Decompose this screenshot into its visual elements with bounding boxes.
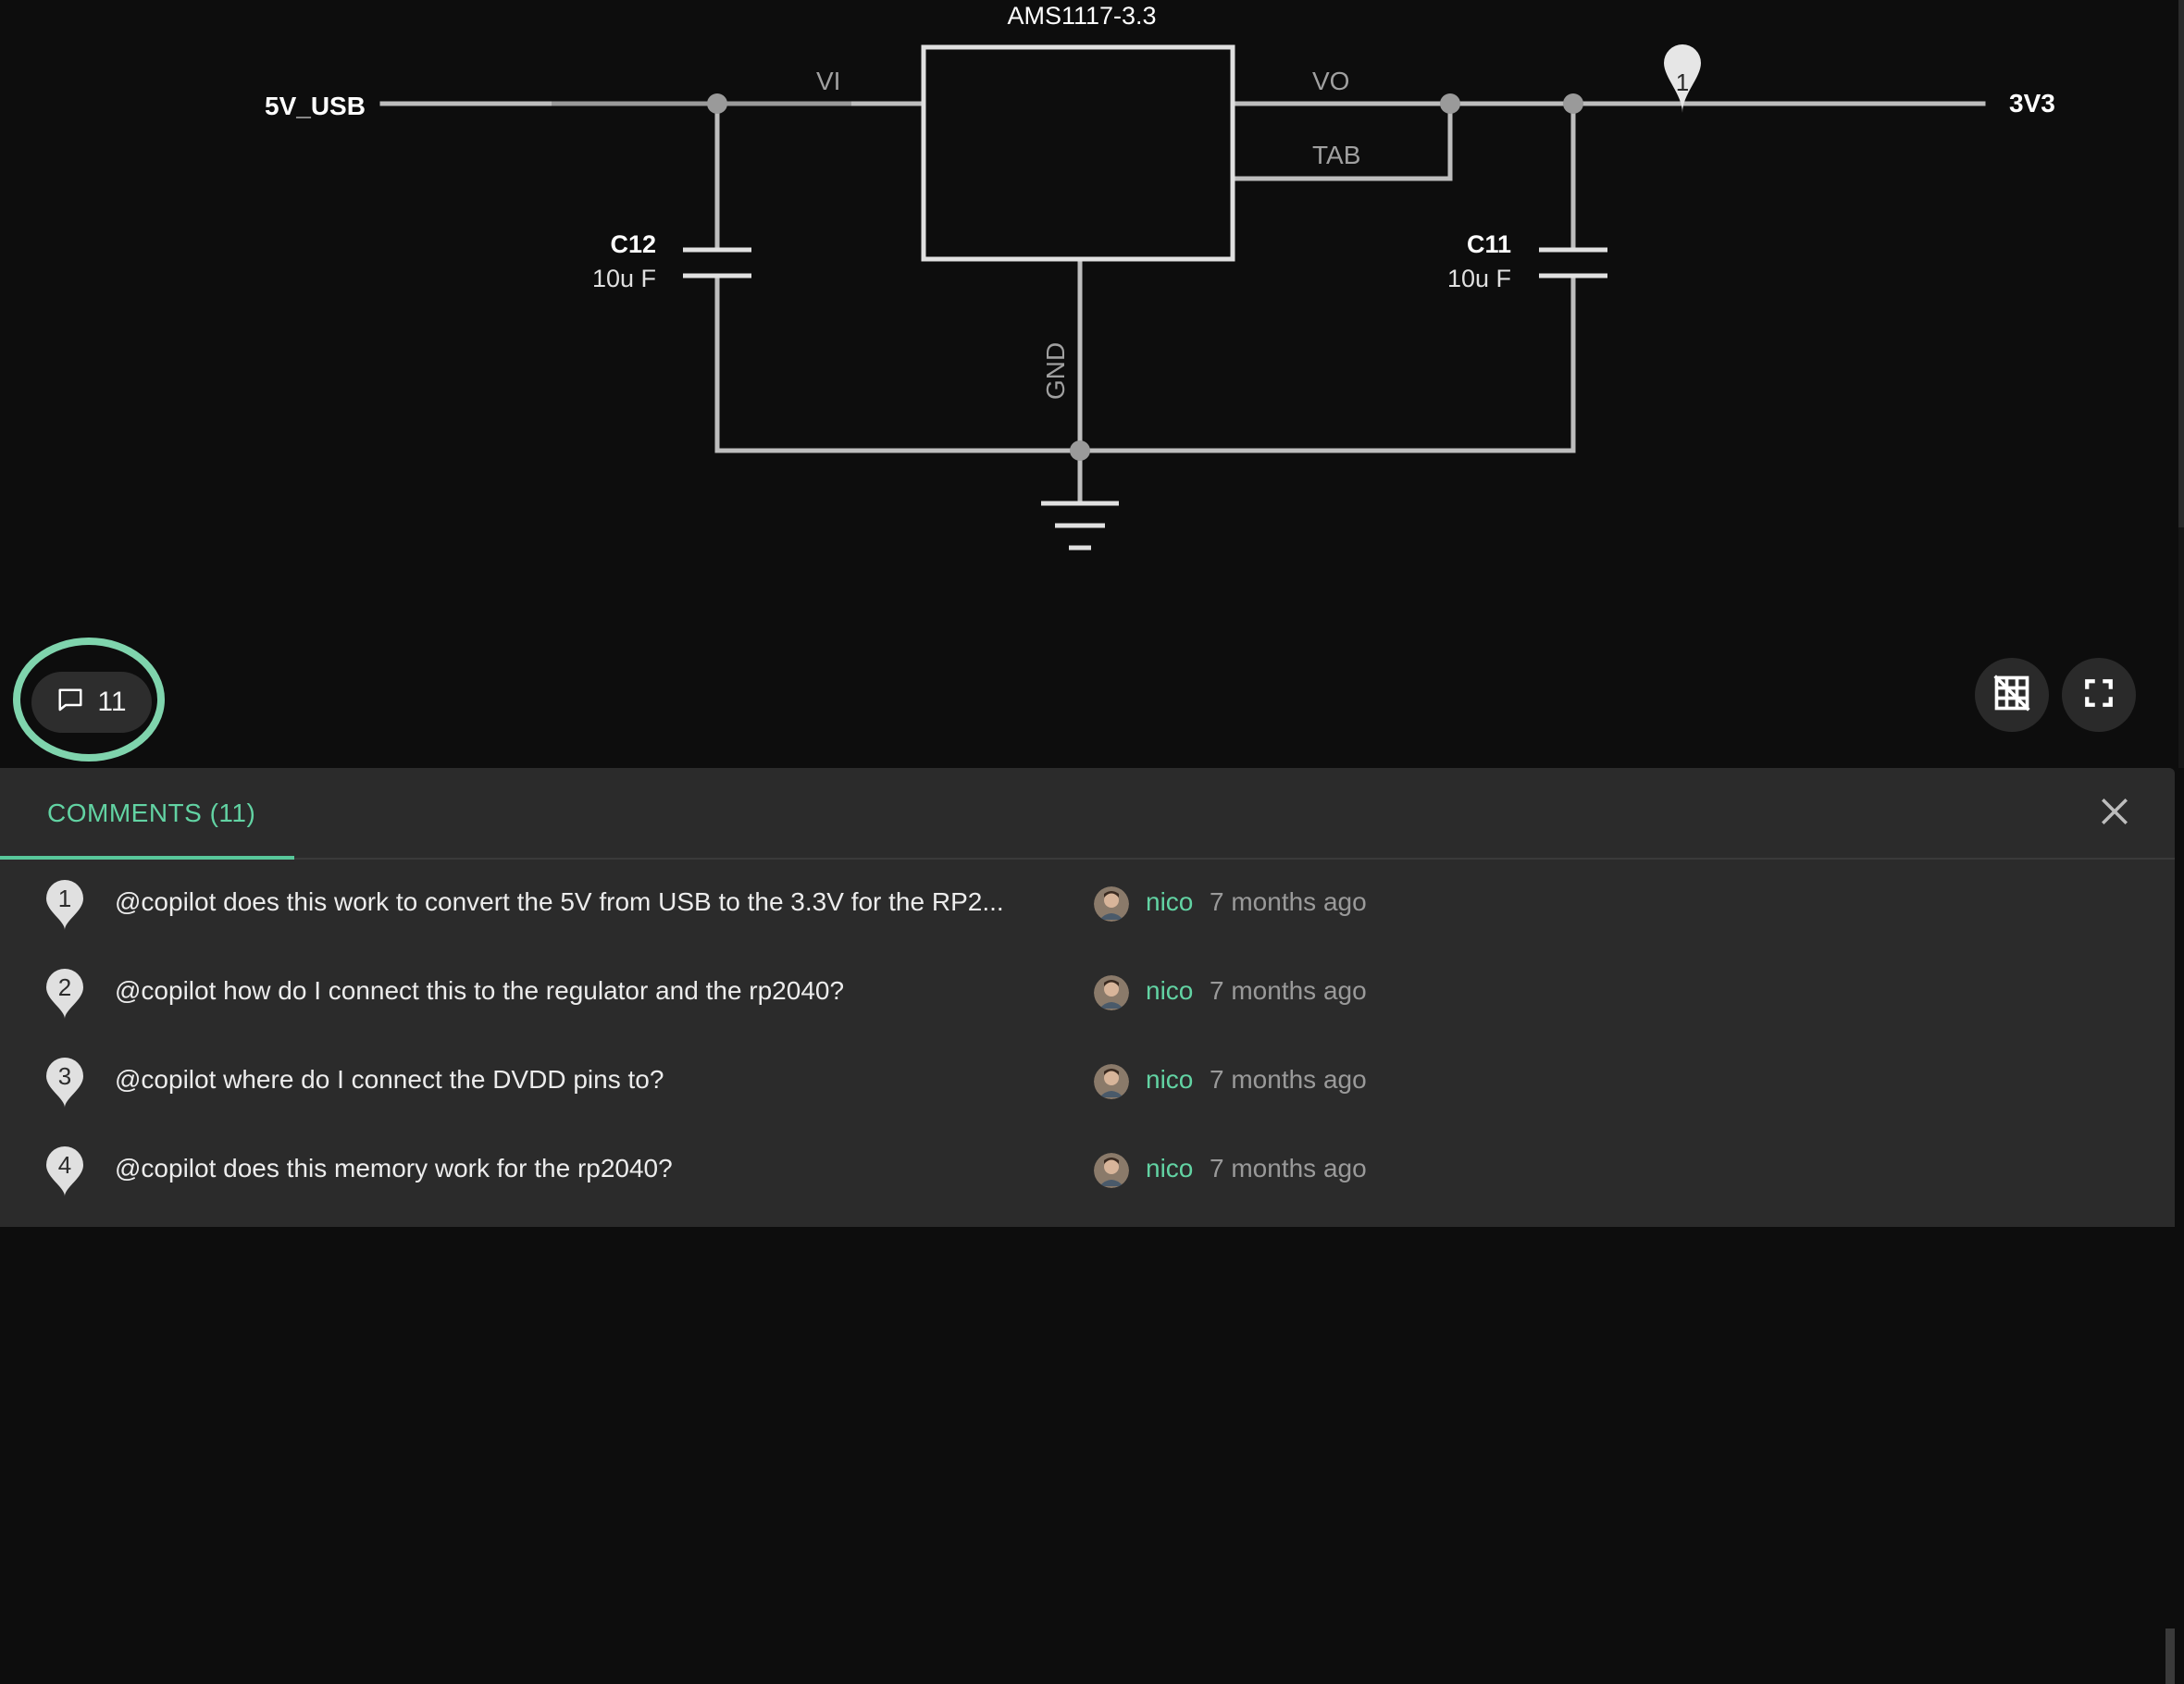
comment-row[interactable]: 4 @copilot does this memory work for the … (0, 1126, 2175, 1215)
comment-marker-icon[interactable]: 2 (44, 967, 85, 1021)
comment-text: @copilot does this work to convert the 5… (115, 887, 1004, 916)
cap-c11-ref[interactable]: C11 (1467, 230, 1511, 258)
comment-text: @copilot how do I connect this to the re… (115, 976, 845, 1005)
comment-row[interactable]: 1 @copilot does this work to convert the … (0, 860, 2175, 948)
cap-c12-value: 10u F (592, 265, 656, 292)
cap-c12-ref[interactable]: C12 (610, 230, 656, 258)
comment-marker-number: 2 (58, 973, 71, 1001)
junction-dot (1070, 440, 1090, 461)
comments-count: 11 (97, 687, 127, 717)
pin-label-tab: TAB (1312, 141, 1360, 169)
comment-author[interactable]: nico (1146, 887, 1194, 916)
tab-comments-label: COMMENTS (11) (47, 799, 256, 827)
cap-c11-value: 10u F (1447, 265, 1511, 292)
grid-off-icon (1992, 673, 2032, 718)
comments-panel: COMMENTS (11) 1 @copilot does this work t… (0, 768, 2175, 1684)
wire-c12-bottom[interactable] (714, 273, 1576, 453)
pin-label-vo: VO (1312, 67, 1349, 95)
comment-marker-icon[interactable]: 4 (44, 1145, 85, 1198)
schematic-drawing[interactable]: 1 AMS1117-3.3 5V_USB 3V3 VI VO TAB GND C… (0, 0, 2184, 768)
comment-time: 7 months ago (1210, 976, 1367, 1005)
highlight-ring (13, 638, 165, 762)
junction-dot (1440, 93, 1460, 114)
comment-time: 7 months ago (1210, 887, 1367, 916)
comment-author[interactable]: nico (1146, 976, 1194, 1005)
comment-text: @copilot where do I connect the DVDD pin… (115, 1065, 664, 1094)
junction-dot (1563, 93, 1583, 114)
comment-marker-number: 1 (58, 885, 71, 912)
comment-text: @copilot does this memory work for the r… (115, 1154, 673, 1183)
comment-row[interactable]: 2 @copilot how do I connect this to the r… (0, 948, 2175, 1037)
pin-label-vi: VI (816, 67, 840, 95)
comment-time: 7 months ago (1210, 1154, 1367, 1183)
comment-author[interactable]: nico (1146, 1154, 1194, 1183)
comment-icon (56, 687, 84, 719)
comment-author[interactable]: nico (1146, 1065, 1194, 1094)
comment-marker-icon[interactable]: 3 (44, 1056, 85, 1109)
pin-label-gnd: GND (1041, 342, 1070, 400)
close-icon (2099, 796, 2130, 832)
comment-time: 7 months ago (1210, 1065, 1367, 1094)
net-label-input[interactable]: 5V_USB (265, 92, 366, 120)
fullscreen-button[interactable] (2062, 658, 2136, 732)
wire-tab[interactable] (1230, 101, 1453, 181)
regulator-part-name: AMS1117-3.3 (1007, 2, 1156, 30)
comment-marker-number: 4 (58, 1151, 71, 1179)
avatar[interactable] (1094, 975, 1129, 1010)
avatar[interactable] (1094, 1153, 1129, 1188)
tab-comments[interactable]: COMMENTS (11) (0, 768, 294, 860)
close-panel-button[interactable] (2093, 792, 2136, 835)
pin-marker-number: 1 (1676, 68, 1689, 96)
avatar[interactable] (1094, 886, 1129, 922)
ground-icon[interactable] (1041, 501, 1119, 551)
grid-toggle-button[interactable] (1975, 658, 2049, 732)
comment-pin-marker-icon[interactable]: 1 (1664, 44, 1701, 113)
schematic-canvas[interactable]: 1 AMS1117-3.3 5V_USB 3V3 VI VO TAB GND C… (0, 0, 2184, 768)
canvas-scrollbar-thumb[interactable] (2178, 0, 2184, 527)
comment-row[interactable]: 3 @copilot where do I connect the DVDD pi… (0, 1037, 2175, 1126)
regulator-body[interactable] (921, 44, 1235, 262)
comments-toggle-button[interactable]: 11 (31, 672, 152, 733)
avatar[interactable] (1094, 1064, 1129, 1099)
fullscreen-icon (2083, 677, 2115, 713)
net-label-output[interactable]: 3V3 (2009, 89, 2055, 118)
comment-marker-number: 3 (58, 1062, 71, 1090)
comments-panel-header: COMMENTS (11) (0, 768, 2175, 860)
junction-dot (707, 93, 727, 114)
comment-marker-icon[interactable]: 1 (44, 878, 85, 932)
panel-scrollbar-thumb[interactable] (2165, 1628, 2175, 1684)
